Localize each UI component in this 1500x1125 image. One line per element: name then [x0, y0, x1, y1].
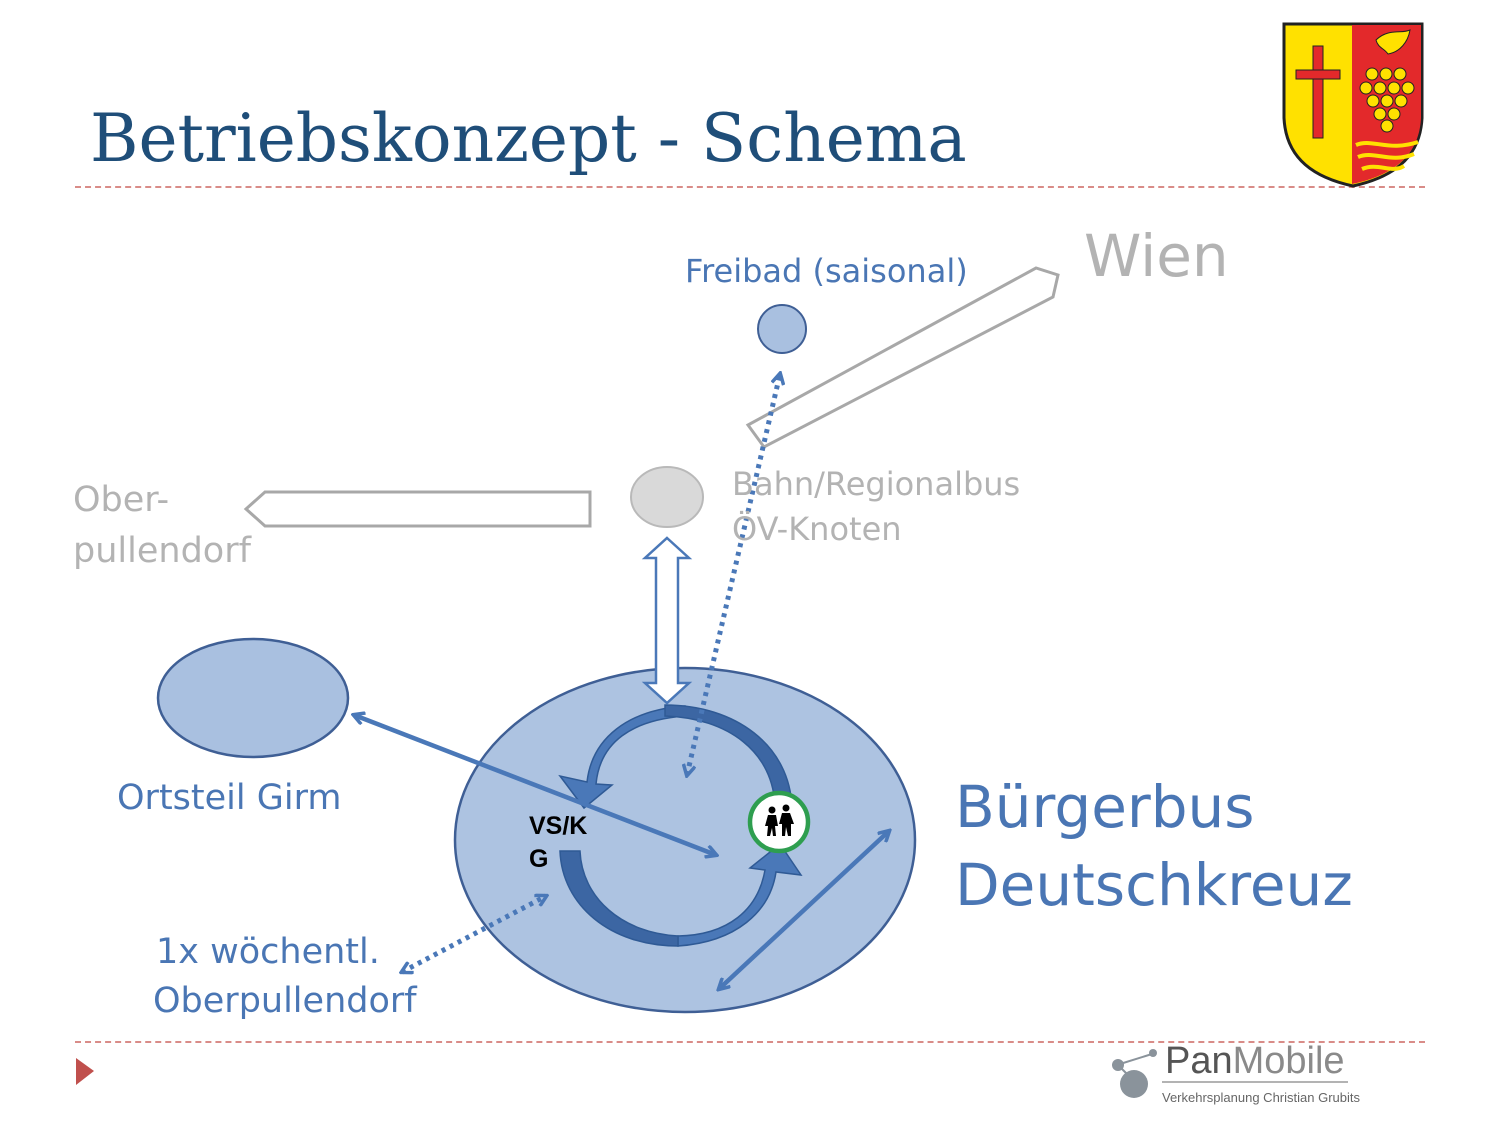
bahn-label-line1: Bahn/Regionalbus [732, 465, 1021, 503]
buergerbus-label-line1: Bürgerbus [955, 773, 1255, 841]
weekly-label-line1: 1x wöchentl. [156, 932, 380, 972]
oberpullendorf-route-arrow [243, 490, 592, 528]
logo-brand-pan: Pan [1165, 1040, 1233, 1082]
oberpullendorf-label-line1: Ober- [73, 480, 170, 520]
oberpullendorf-label-line2: pullendorf [73, 531, 251, 571]
coat-of-arms-icon [1282, 22, 1424, 188]
bahn-label-line2: ÖV-Knoten [732, 510, 902, 548]
school-label-line2: G [529, 845, 549, 873]
school-children-icon [747, 790, 811, 854]
girm-connection-arrow [354, 715, 716, 855]
triangle-bullet-icon [76, 1058, 94, 1085]
freibad-label: Freibad (saisonal) [685, 252, 968, 290]
wien-route-arrow [745, 266, 1060, 449]
panmobile-logo-text: PanMobile [1165, 1040, 1345, 1083]
freibad-node [757, 304, 807, 354]
weekly-label-line2: Oberpullendorf [153, 981, 417, 1021]
freibad-dotted-arrow [687, 374, 780, 775]
title-divider [75, 186, 1425, 188]
ortsteil-girm-label: Ortsteil Girm [117, 778, 342, 818]
bahn-node [630, 466, 704, 528]
school-label-line1: VS/K [529, 812, 588, 840]
wien-label: Wien [1084, 222, 1229, 290]
logo-tagline: Verkehrsplanung Christian Grubits [1162, 1090, 1360, 1105]
bahn-connection-double-arrow [641, 536, 693, 705]
panmobile-logo-icon [1112, 1049, 1348, 1098]
local-service-double-arrow [719, 831, 889, 989]
buergerbus-label-line2: Deutschkreuz [955, 851, 1353, 919]
deutschkreuz-area [453, 666, 917, 1014]
footer-divider [75, 1041, 1425, 1043]
page-title: Betriebskonzept - Schema [90, 100, 967, 177]
weekly-oberpullendorf-dotted-arrow [402, 896, 546, 972]
logo-brand-mobile: Mobile [1232, 1040, 1345, 1082]
ortsteil-girm-node [156, 637, 350, 759]
